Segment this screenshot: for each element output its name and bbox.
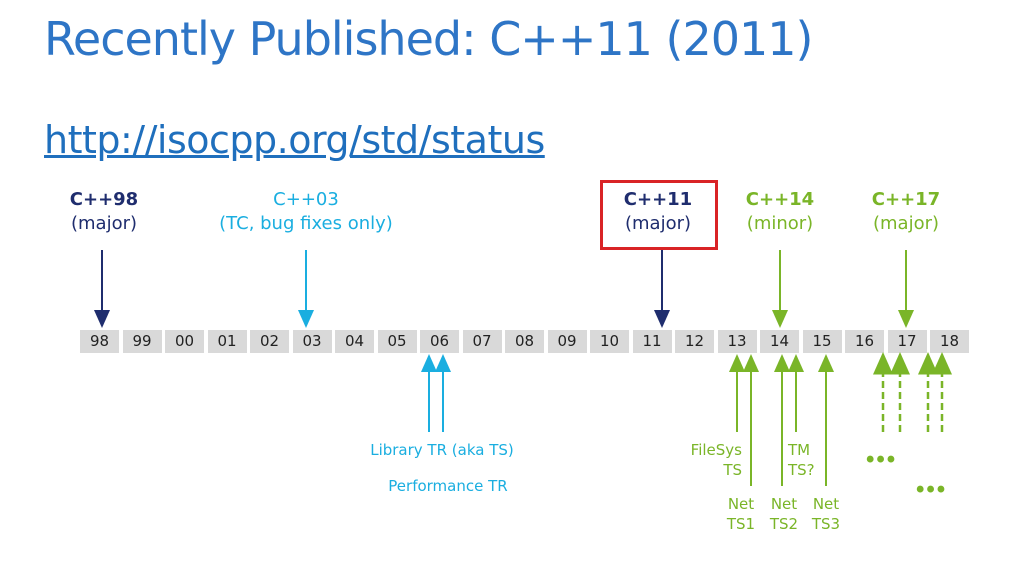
net-ts3-label: Net TS3 (806, 494, 846, 534)
release-name: C++03 (273, 189, 339, 210)
year-cell: 00 (165, 330, 204, 353)
ellipsis-1: ••• (866, 446, 898, 473)
year-cell: 02 (250, 330, 289, 353)
year-cell: 08 (505, 330, 544, 353)
year-cell: 07 (462, 330, 502, 353)
year-cell: 12 (675, 330, 714, 353)
slide-title: Recently Published: C++11 (2011) (44, 12, 814, 66)
tm-ts-label: TM TS? (788, 440, 828, 480)
year-cell: 06 (420, 330, 459, 353)
year-cell: 09 (547, 330, 587, 353)
filesys-line1: FileSys (690, 441, 742, 459)
highlight-box (600, 180, 718, 250)
year-cell: 17 (887, 330, 927, 353)
release-kind: (major) (624, 213, 692, 234)
library-tr-label: Library TR (aka TS) (370, 441, 514, 459)
net-ts2-line1: Net (770, 495, 798, 513)
net-ts1-line1: Net (727, 495, 755, 513)
year-cell: 01 (207, 330, 247, 353)
release-name: C++98 (69, 189, 139, 210)
status-link[interactable]: http://isocpp.org/std/status (44, 118, 545, 162)
release-name: C++17 (871, 189, 941, 210)
year-cell: 18 (930, 330, 969, 353)
release-name: C++11 (623, 189, 693, 210)
year-cell: 03 (292, 330, 332, 353)
year-cell: 11 (632, 330, 672, 353)
year-cell: 04 (335, 330, 374, 353)
release-cpp14: C++14 (minor) (734, 188, 826, 236)
year-cell: 15 (802, 330, 842, 353)
ellipsis-2: ••• (916, 476, 948, 503)
year-cell: 13 (717, 330, 757, 353)
release-kind: (minor) (746, 213, 814, 234)
release-cpp98: C++98 (major) (58, 188, 150, 236)
net-ts1-label: Net TS1 (721, 494, 761, 534)
year-cell: 16 (845, 330, 884, 353)
release-kind: (major) (872, 213, 940, 234)
release-kind: (TC, bug fixes only) (219, 213, 393, 234)
tm-line2: TS? (788, 461, 815, 479)
year-cell: 99 (122, 330, 162, 353)
net-ts1-line2: TS1 (726, 515, 756, 533)
tm-line1: TM (788, 441, 811, 459)
net-ts3-line1: Net (812, 495, 840, 513)
performance-tr-label: Performance TR (388, 477, 508, 495)
release-cpp03: C++03 (TC, bug fixes only) (196, 188, 416, 236)
net-ts2-line2: TS2 (769, 515, 799, 533)
release-kind: (major) (70, 213, 138, 234)
release-cpp11: C++11 (major) (612, 188, 704, 236)
release-name: C++14 (745, 189, 815, 210)
release-cpp17: C++17 (major) (860, 188, 952, 236)
filesys-line2: TS (723, 461, 742, 479)
year-cell: 10 (590, 330, 629, 353)
year-cell: 05 (377, 330, 417, 353)
net-ts2-label: Net TS2 (764, 494, 804, 534)
net-ts3-line2: TS3 (811, 515, 841, 533)
year-cell: 14 (760, 330, 799, 353)
filesys-ts-label: FileSys TS (672, 440, 742, 480)
year-cell: 98 (80, 330, 119, 353)
